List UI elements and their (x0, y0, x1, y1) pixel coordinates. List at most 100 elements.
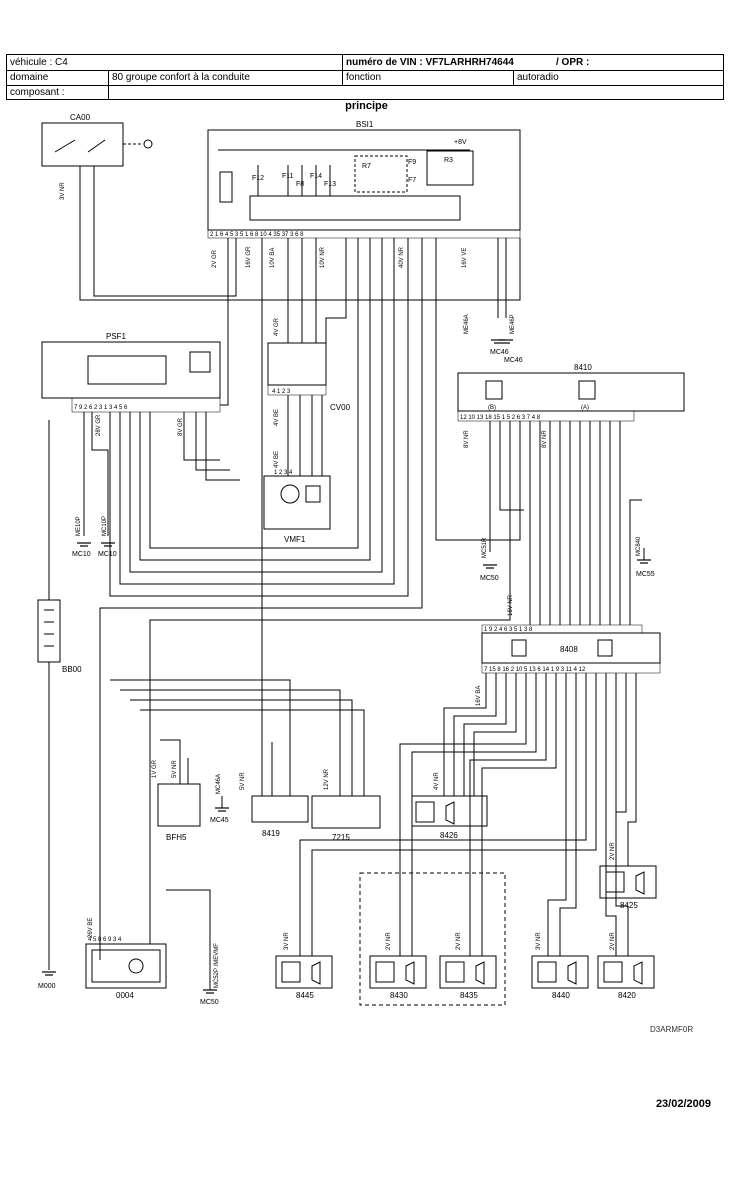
wire-bfh5: 1V GR (152, 759, 158, 778)
diagram-title: principe (345, 100, 388, 112)
ca00-box (41, 122, 124, 167)
b8408-pins-top: 1 9 2 4 6 3 5 1 3 8 (484, 627, 533, 633)
key-icon (143, 139, 153, 149)
wire-psf-a: 28V GR (96, 414, 102, 436)
component-label: composant : (10, 87, 65, 98)
speaker-icon (475, 961, 485, 985)
wire-bsi-a: 2V GR (212, 249, 218, 268)
label-8430: 8430 (390, 991, 408, 1000)
wire-8420: 2V NR (610, 932, 616, 950)
wire-mc51r: MC51R (482, 537, 488, 558)
speaker-icon (605, 871, 625, 893)
fuse-f7: F7 (408, 177, 416, 184)
b8410-a: (A) (581, 405, 589, 411)
label-8440: 8440 (552, 991, 570, 1000)
wire-ca00: 3V NR (60, 182, 66, 200)
wire-bsi-f: 16V VE (462, 248, 468, 268)
label-ca00: CA00 (70, 113, 91, 122)
fuse-f12: F12 (252, 175, 264, 182)
b8410-pins: 12 10 13 18 15 1 5 2 6 3 7 4 8 (460, 415, 541, 421)
psf-pins: 7 9 2 6 2 3 1 3 4 5 6 (74, 405, 128, 411)
ground-mc46-b: MC46 (504, 357, 523, 364)
wire-mc840: MC840 (636, 536, 642, 556)
wire-cv-top: 4V GR (274, 317, 280, 336)
wire-8440: 3V NR (536, 932, 542, 950)
wire-bfh5-b: 5V NR (172, 760, 178, 778)
wire-8408-bottom: 16V BA (476, 686, 482, 706)
opr-cell: / OPR : (556, 57, 590, 68)
function-value: autoradio (517, 72, 559, 83)
wire-bsi-d: 10V NR (320, 246, 326, 268)
plus-8v: +8V (454, 139, 467, 146)
wire-cv-bottom: 4V BE (274, 409, 280, 426)
c8420-box (597, 955, 655, 989)
b8410-b: (B) (488, 405, 496, 411)
ground-mc10-b: MC10 (98, 551, 117, 558)
label-8445: 8445 (296, 991, 314, 1000)
domain-value: 80 groupe confort à la conduite (112, 72, 250, 83)
label-8425: 8425 (620, 901, 638, 910)
psf1-box (41, 341, 221, 399)
relay-r3: R3 (444, 157, 453, 164)
label-8420: 8420 (618, 991, 636, 1000)
ground-mc50-a: MC50 (480, 575, 499, 582)
bsi-pins: 2 1 6 4 5 3 5 1 6 8 10 4 35 37 3 6 8 (210, 232, 304, 238)
cv-pins-bottom: 4 1 2 3 (272, 389, 291, 395)
diagram-date: 23/02/2009 (655, 1098, 711, 1110)
speaker-icon (537, 961, 557, 983)
ground-mc46-a: MC46 (490, 349, 509, 356)
wire-bsi-b: 16V GR (246, 246, 252, 268)
wire-me10p: ME10P (76, 516, 82, 536)
wire-me46p: ME46P (510, 314, 516, 334)
c0004-pins: 4 5 8 6 9 3 4 (88, 937, 122, 943)
speaker-icon (635, 871, 645, 895)
speaker-icon (567, 961, 577, 985)
c8425-box (599, 865, 657, 899)
vin-cell: numéro de VIN : VF7LARHRH74644 (346, 57, 514, 68)
label-8410: 8410 (574, 363, 592, 372)
fuse-f14: F14 (310, 173, 322, 180)
label-bsi1: BSI1 (356, 120, 374, 129)
fuse-f11: F11 (282, 173, 294, 180)
wire-8408-top: 16V NR (508, 594, 514, 616)
c8430-box (369, 955, 427, 989)
c8445-box (275, 955, 333, 989)
c8440-box (531, 955, 589, 989)
label-bfh5: BFH5 (166, 833, 187, 842)
wire-8425: 2V NR (610, 842, 616, 860)
wire-7215: 12V NR (324, 768, 330, 790)
label-cv00: CV00 (330, 403, 351, 412)
fuse-f13: F13 (324, 181, 336, 188)
wire-psf-b: 8V GR (178, 417, 184, 436)
cv00-box (267, 342, 327, 386)
speaker-icon (603, 961, 623, 983)
wire-0004: 26V BE (88, 918, 94, 938)
wire-mc46a: MC46A (216, 774, 222, 794)
wire-8430: 2V NR (386, 932, 392, 950)
label-vmf1: VMF1 (284, 535, 306, 544)
header-table: véhicule : C4 numéro de VIN : VF7LARHRH7… (6, 54, 724, 100)
c8419-box (251, 795, 309, 823)
label-8426: 8426 (440, 831, 458, 840)
wire-8410-left: 8V NR (464, 430, 470, 448)
wire-8435: 2V NR (456, 932, 462, 950)
wire-8410-right: 8V NR (542, 430, 548, 448)
c8435-box (439, 955, 497, 989)
label-8435: 8435 (460, 991, 478, 1000)
label-7215: 7215 (332, 833, 350, 842)
ground-mc10-a: MC10 (72, 551, 91, 558)
label-8419: 8419 (262, 829, 280, 838)
speaker-icon (375, 961, 395, 983)
b8408-pins-bottom: 7 15 8 16 2 10 5 13 6 14 1 9 3 11 4 12 (484, 667, 586, 673)
ground-symbols (42, 339, 651, 994)
speaker-icon (445, 961, 465, 983)
ground-m000: M000 (38, 983, 56, 990)
vehicle-cell: véhicule : C4 (10, 57, 68, 68)
wire-bsi-e: 40V NR (399, 246, 405, 268)
diagram-reference: D3ARMF0R (650, 1025, 694, 1034)
label-psf1: PSF1 (106, 332, 127, 341)
vmf1-box (263, 475, 331, 530)
fuse-f8: F8 (296, 181, 304, 188)
wire-bsi-c: 10V BA (270, 248, 276, 268)
